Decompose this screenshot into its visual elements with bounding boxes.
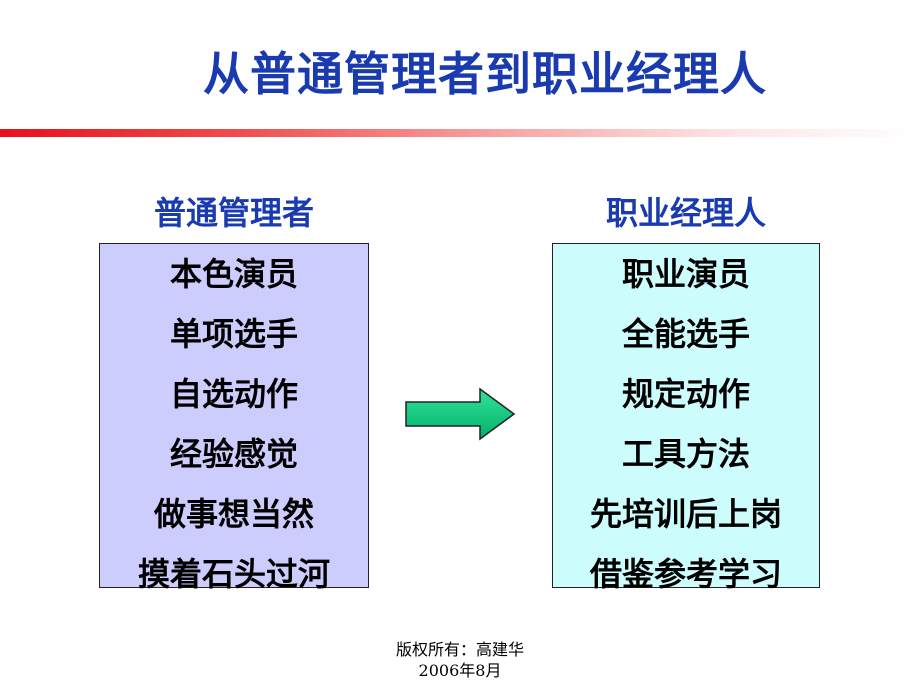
right-item: 规定动作 xyxy=(621,375,750,413)
right-item: 全能选手 xyxy=(621,315,750,353)
professional-manager-box: 职业演员 全能选手 规定动作 工具方法 先培训后上岗 借鉴参考学习 xyxy=(552,243,820,593)
slide-title: 从普通管理者到职业经理人 xyxy=(203,47,767,101)
right-item: 工具方法 xyxy=(621,435,750,473)
right-item: 先培训后上岗 xyxy=(589,495,782,533)
left-column-heading: 普通管理者 xyxy=(153,194,314,232)
footer-copyright: 版权所有：高建华 xyxy=(395,640,524,659)
right-arrow-icon xyxy=(405,387,516,441)
left-item: 做事想当然 xyxy=(153,495,314,533)
title-divider xyxy=(0,129,920,137)
right-item: 借鉴参考学习 xyxy=(589,555,782,593)
ordinary-manager-box: 本色演员 单项选手 自选动作 经验感觉 做事想当然 摸着石头过河 xyxy=(99,243,369,593)
footer-date: 2006年8月 xyxy=(418,661,502,680)
left-item: 经验感觉 xyxy=(169,435,298,473)
left-item: 单项选手 xyxy=(169,315,298,353)
left-item: 本色演员 xyxy=(169,255,298,293)
right-column-heading: 职业经理人 xyxy=(605,194,766,232)
right-item: 职业演员 xyxy=(621,255,750,293)
left-item: 摸着石头过河 xyxy=(137,555,330,593)
left-item: 自选动作 xyxy=(169,375,298,413)
